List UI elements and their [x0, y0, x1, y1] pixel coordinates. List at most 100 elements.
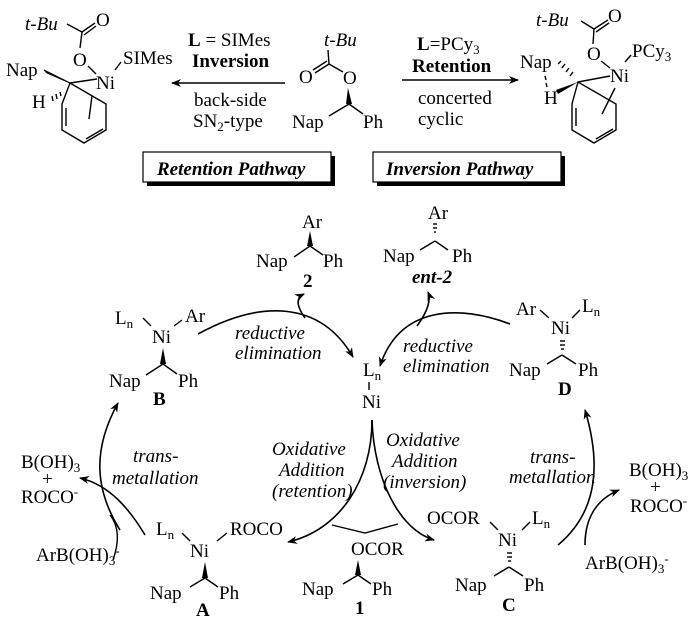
ligand-ln: Ln	[582, 296, 601, 319]
step-label: reductive	[235, 323, 305, 344]
retention-pathway-box: Retention Pathway	[142, 151, 335, 186]
reductive-elimination-right: reductive elimination	[379, 291, 511, 377]
nap-group: Nap	[109, 371, 141, 392]
nickel-center: Ni	[96, 73, 115, 94]
pcy3-ligand: PCy3	[632, 41, 671, 64]
nap-group: Nap	[150, 583, 182, 604]
phenyl-group: Ph	[524, 575, 545, 596]
nap-group: Nap	[455, 575, 487, 596]
intermediate-b: Ln Ar Ni Nap Ph B	[109, 306, 206, 410]
ester-oxygen: O	[73, 50, 87, 71]
retention-pathway-title: Retention Pathway	[156, 159, 306, 180]
step-label: (inversion)	[383, 472, 466, 493]
step-label: Oxidative	[386, 430, 460, 451]
nap-group: Nap	[6, 60, 38, 81]
sn2-type-label: SN2-type	[193, 111, 263, 134]
inversion-pathway-title: Inversion Pathway	[385, 159, 534, 180]
carbonyl-oxygen: O	[299, 67, 313, 88]
step-label: metallation	[112, 468, 199, 489]
nap-group: Nap	[520, 52, 552, 73]
ester-oxygen: O	[587, 44, 601, 65]
aryl-borate-reagent: ArB(OH)3-	[585, 551, 669, 576]
step-label: reductive	[403, 336, 473, 357]
nap-group: Nap	[292, 112, 324, 133]
retention-label: Retention	[412, 56, 492, 77]
plus-sign: +	[42, 469, 53, 490]
step-label: Addition	[277, 460, 344, 481]
nickel-center: Ni	[498, 530, 517, 551]
reductive-elimination-left: reductive elimination	[197, 293, 354, 364]
phenyl-group: Ph	[452, 246, 473, 267]
phenyl-group: Ph	[578, 360, 599, 381]
cyclic-label: cyclic	[418, 109, 463, 130]
nap-group: Nap	[383, 246, 415, 267]
nap-group: Nap	[302, 579, 334, 600]
compound-label-c: C	[502, 595, 516, 616]
step-label: trans-	[530, 447, 575, 468]
boric-acid: B(OH)3	[21, 452, 80, 475]
phenyl-group: Ph	[372, 579, 393, 600]
carbonyl-oxygen: O	[96, 10, 110, 31]
pivalate-substrate: t-Bu O O Nap Ph	[292, 30, 384, 133]
inversion-reaction-arrow: L = SIMes Inversion back-side SN2-type	[171, 30, 285, 134]
carboxylate: ROCO-	[630, 493, 687, 517]
aryl-group: Ar	[516, 299, 537, 320]
aryl-group: Ar	[428, 203, 449, 224]
nickel-center: Ni	[362, 392, 381, 413]
ligand-ln: Ln	[156, 519, 175, 542]
compound-label-2: 2	[303, 271, 313, 292]
intermediate-a: Ln ROCO Ni Nap Ph A	[150, 519, 283, 619]
compound-label-b: B	[153, 389, 166, 410]
tbu-label: t-Bu	[25, 14, 58, 35]
step-label: Oxidative	[272, 439, 346, 460]
step-label: trans-	[133, 446, 178, 467]
phenyl-group: Ph	[219, 583, 240, 604]
carboxylate: ROCO-	[21, 484, 78, 508]
boric-acid: B(OH)3	[629, 460, 688, 483]
tbu-label: t-Bu	[536, 10, 569, 31]
nickel-catalyst: Ln Ni	[362, 360, 382, 413]
nap-group: Nap	[509, 360, 541, 381]
nickel-center: Ni	[190, 541, 209, 562]
transmetallation-right: trans- metallation B(OH)3 + ROCO- ArB(OH…	[509, 409, 688, 576]
phenyl-group: Ph	[323, 251, 344, 272]
hydrogen-atom: H	[32, 92, 46, 113]
retention-reaction-arrow: L=PCy3 Retention concerted cyclic	[402, 34, 519, 130]
carboxylate-ligand: OCOR	[427, 508, 480, 529]
simes-nickel-complex: t-Bu O O Ni SIMes Nap H	[6, 10, 173, 144]
compound-label-d: D	[558, 379, 572, 400]
concerted-label: concerted	[418, 88, 492, 109]
nickel-center: Ni	[152, 327, 171, 348]
plus-sign: +	[650, 477, 661, 498]
nickel-center: Ni	[551, 318, 570, 339]
product-2: Ar Nap Ph 2	[256, 212, 344, 292]
step-label: metallation	[509, 467, 596, 488]
intermediate-d: Ar Ln Ni Nap Ph D	[509, 296, 601, 400]
compound-label-ent-2: ent-2	[412, 267, 453, 288]
product-ent-2: Ar Nap Ph ent-2	[383, 203, 473, 288]
ligand-ln: Ln	[532, 508, 551, 531]
nickel-center: Ni	[610, 66, 629, 87]
step-label: (retention)	[272, 481, 353, 502]
inversion-label: Inversion	[192, 51, 270, 72]
tbu-label: t-Bu	[324, 30, 357, 51]
carbonyl-oxygen: O	[608, 6, 622, 27]
transmetallation-left: trans- metallation B(OH)3 + ROCO- ArB(OH…	[21, 402, 199, 568]
aryl-borate-reagent: ArB(OH)3-	[36, 543, 120, 568]
step-label: Addition	[390, 451, 457, 472]
compound-label-1: 1	[355, 598, 365, 619]
ester-oxygen: O	[343, 68, 357, 89]
intermediate-c: OCOR Ln Ni Nap Ph C	[427, 508, 551, 616]
ligand-pcy3-label: L=PCy3	[417, 34, 480, 57]
ligand-ln: Ln	[363, 360, 382, 383]
pcy3-nickel-complex: t-Bu O O Ni PCy3 Nap H	[520, 6, 671, 144]
back-side-label: back-side	[194, 90, 267, 111]
aryl-group: Ar	[185, 306, 206, 327]
compound-label-a: A	[196, 600, 210, 619]
nap-group: Nap	[256, 251, 288, 272]
step-label: elimination	[403, 356, 490, 377]
simes-ligand: SIMes	[123, 48, 173, 69]
carboxylate-group: OCOR	[351, 539, 404, 560]
oxidative-addition-paths: Oxidative Addition (retention) Oxidative…	[272, 419, 466, 544]
substrate-1: OCOR Nap Ph 1	[302, 539, 404, 619]
